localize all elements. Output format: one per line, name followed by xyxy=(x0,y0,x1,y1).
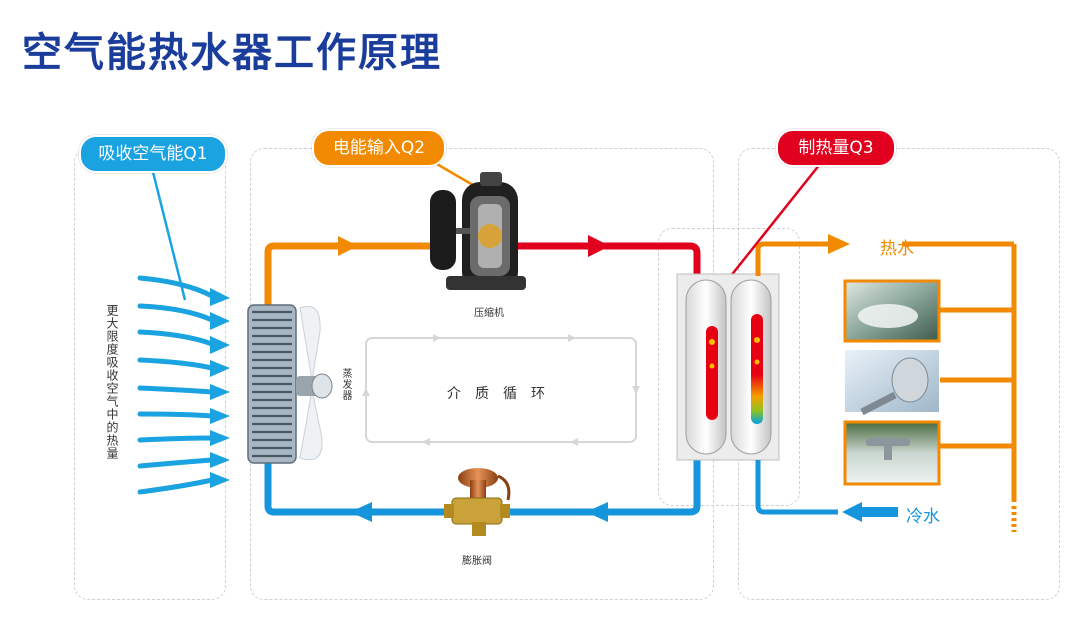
power-input-pill: 电能输入Q2 xyxy=(312,129,446,167)
compressor-label: 压缩机 xyxy=(474,308,504,319)
hot-water-pipe xyxy=(755,241,830,276)
blue-arrow-right xyxy=(586,502,608,522)
hot-water-arrow xyxy=(828,234,850,254)
expansion-valve-label: 膨胀阀 xyxy=(462,556,492,567)
tank-panel xyxy=(658,228,800,506)
heat-callout-line xyxy=(725,163,821,283)
evaporator-coil-icon xyxy=(247,304,297,464)
side-text: 更大限度吸收空气中的热量 xyxy=(105,304,119,460)
orange-arrow xyxy=(338,236,358,256)
hot-water-label: 热水 xyxy=(880,239,914,259)
cycle-label: 介质循环 xyxy=(447,386,559,402)
absorb-callout-line xyxy=(150,167,187,301)
expansion-valve-icon xyxy=(444,468,511,536)
cold-water-arrow xyxy=(862,507,898,517)
hot-water-branches xyxy=(940,307,1014,449)
blue-arrow-left xyxy=(350,502,372,522)
red-arrow xyxy=(588,235,610,257)
red-pipe-top xyxy=(510,242,701,275)
page-title: 空气能热水器工作原理 xyxy=(22,30,442,76)
blue-pipe-bottom-right xyxy=(510,458,701,516)
cold-water-pipe xyxy=(755,460,838,515)
fan-icon xyxy=(296,306,333,461)
compressor-icon xyxy=(430,172,526,290)
orange-pipe-top xyxy=(264,242,430,305)
shower-head-icon xyxy=(845,350,939,416)
air-arrows xyxy=(137,275,215,495)
water-tank-icon xyxy=(676,273,780,461)
cold-water-label: 冷水 xyxy=(906,507,940,527)
evaporator-label: 蒸发器 xyxy=(340,368,351,401)
blue-pipe-bottom-left xyxy=(264,462,450,516)
absorb-air-pill: 吸收空气能Q1 xyxy=(79,135,227,173)
heat-output-pill: 制热量Q3 xyxy=(776,129,896,167)
faucet-icon xyxy=(843,420,941,486)
bathtub-icon xyxy=(843,279,941,343)
